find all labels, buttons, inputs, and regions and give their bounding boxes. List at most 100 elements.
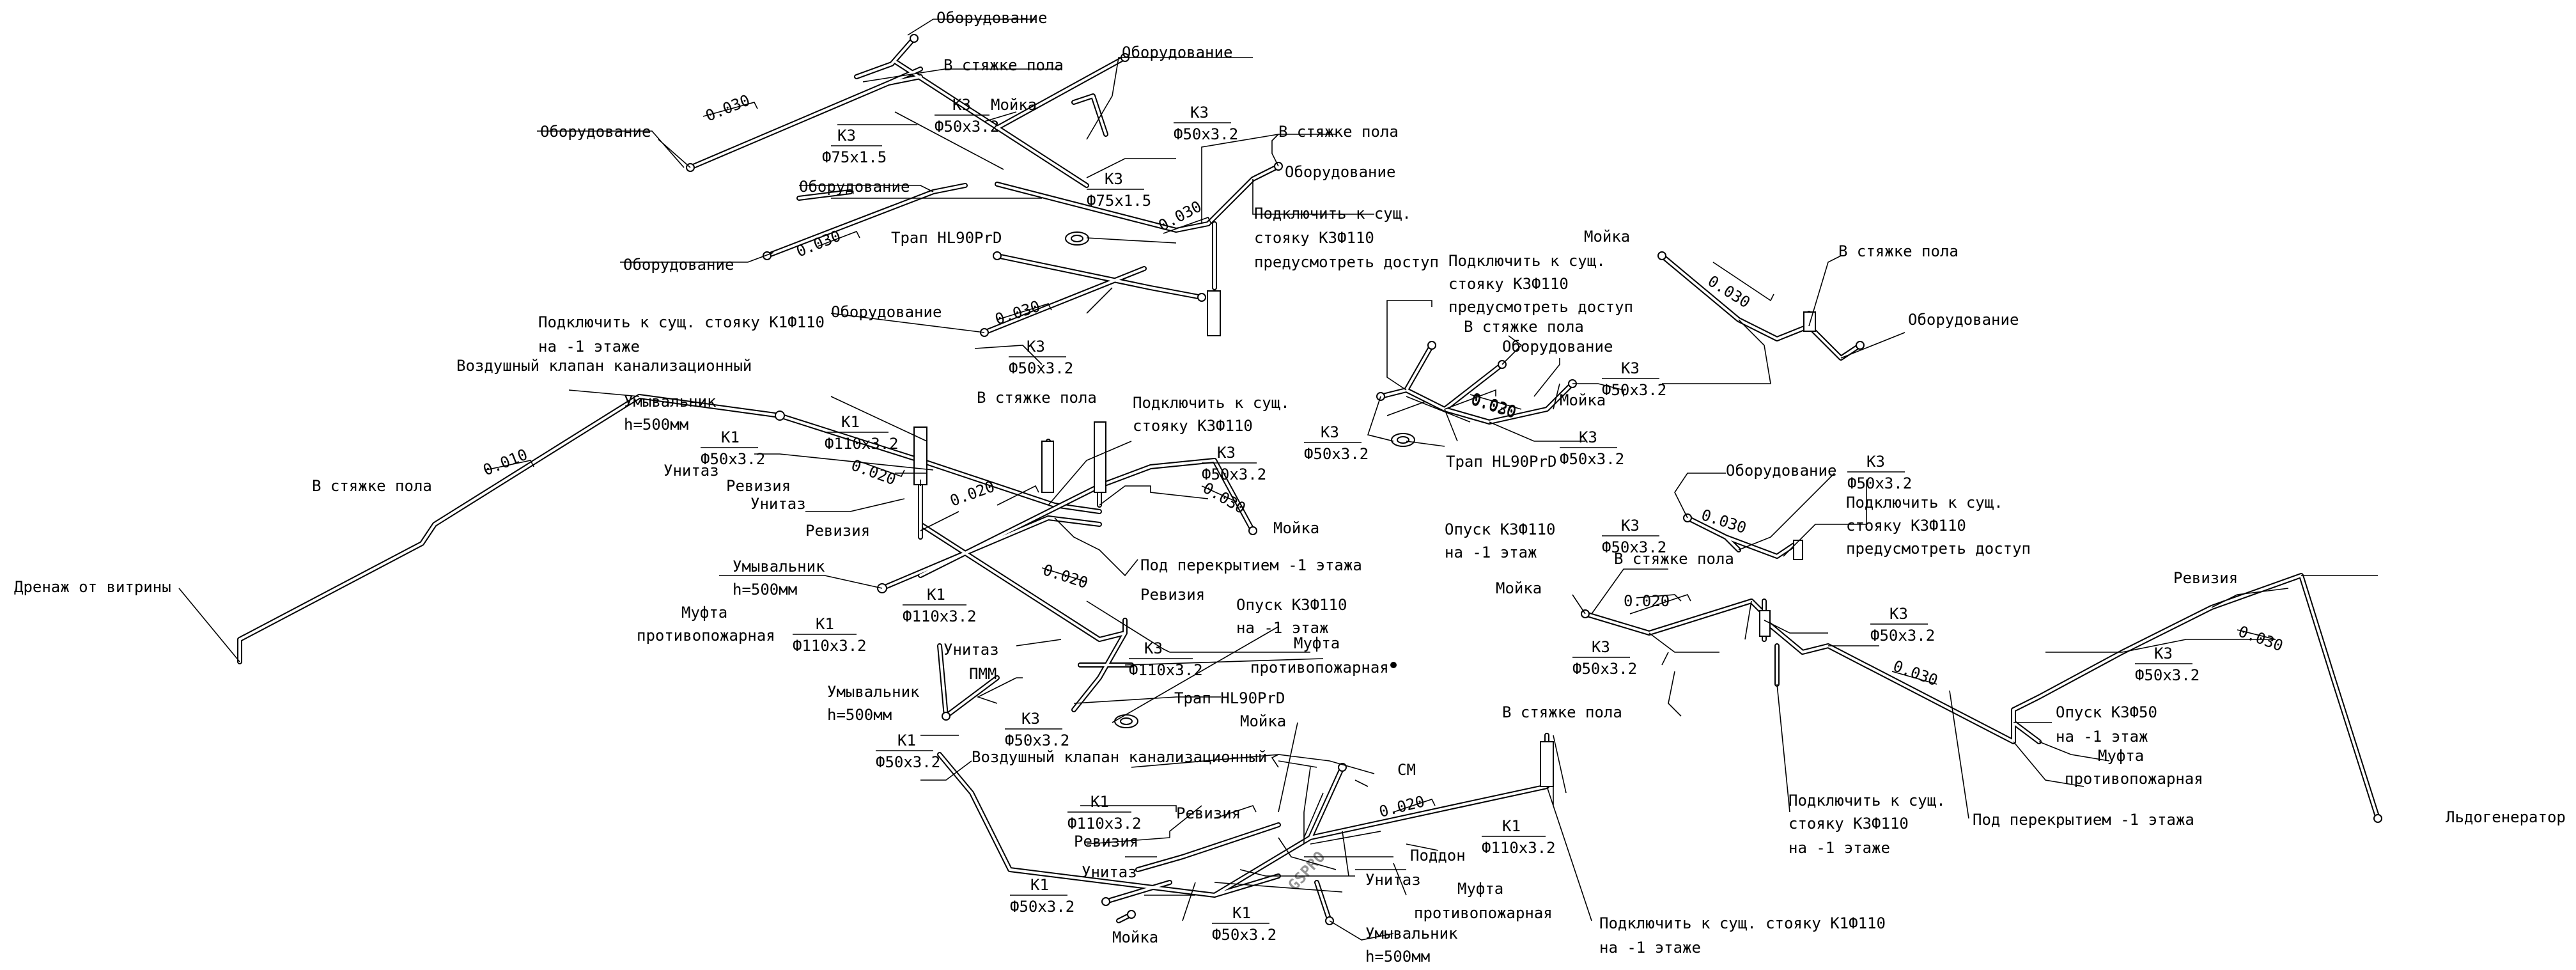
label-connect-k3: предусмотреть доступ xyxy=(1846,540,2031,558)
label-air-valve: Воздушный клапан канализационный xyxy=(972,748,1267,766)
svg-text:К3: К3 xyxy=(952,96,971,114)
label-air-valve: Воздушный клапан канализационный xyxy=(456,357,752,375)
pipe-tag: К1 Ф110x3.2 xyxy=(793,615,867,655)
pipe-run xyxy=(688,36,1281,335)
svg-text:Ф50x3.2: Ф50x3.2 xyxy=(876,753,940,771)
label-sink: Мойка xyxy=(1112,928,1158,946)
label-washbasin: Умывальник xyxy=(624,393,717,411)
svg-text:К3: К3 xyxy=(1021,710,1040,728)
slope-value: 0.020 xyxy=(1624,592,1670,610)
svg-text:К1: К1 xyxy=(1090,793,1109,811)
label-connect-k3: Подключить к сущ. xyxy=(1788,792,1946,810)
slope-value: 0.030 xyxy=(1200,479,1249,517)
pipe-tags: К3 Ф75x1.5 К3 Ф50x3.2 К3 Ф50x3.2 К3 Ф75x… xyxy=(701,96,2200,944)
label-floor-screed: В стяжке пола xyxy=(1464,318,1584,336)
svg-text:Ф50x3.2: Ф50x3.2 xyxy=(1572,660,1637,678)
pipe-tag: К3 Ф50x3.2 xyxy=(2135,645,2200,684)
label-fire-coupling: Муфта xyxy=(1294,634,1340,652)
label-connect-k3: Подключить к сущ. xyxy=(1448,252,1606,270)
svg-text:Ф110x3.2: Ф110x3.2 xyxy=(903,607,977,625)
svg-text:Ф50x3.2: Ф50x3.2 xyxy=(701,450,765,468)
svg-text:К3: К3 xyxy=(1579,428,1597,446)
pipe-tag: К1 Ф50x3.2 xyxy=(876,731,940,771)
pipe-run xyxy=(1583,573,2380,821)
label-washbasin: Умывальник xyxy=(733,558,825,575)
pipe-tag: К3 Ф50x3.2 xyxy=(1847,453,1912,492)
label-ice-maker: Льдогенератор xyxy=(2446,808,2566,826)
svg-text:Ф110x3.2: Ф110x3.2 xyxy=(825,435,899,453)
label-revision: Ревизия xyxy=(726,477,791,495)
pipe-tag: К3 Ф50x3.2 xyxy=(1870,605,1935,645)
label-sink: Мойка xyxy=(1584,228,1630,246)
svg-text:К3: К3 xyxy=(1621,359,1640,377)
label-floor-screed: В стяжке пола xyxy=(1278,123,1399,141)
pipe-tag: К1 Ф50x3.2 xyxy=(1212,904,1276,944)
svg-text:К3: К3 xyxy=(1217,444,1236,462)
pipe-tag: К3 Ф50x3.2 xyxy=(1174,104,1238,143)
label-sink: Мойка xyxy=(1560,391,1606,409)
label-toilet: Унитаз xyxy=(750,495,806,513)
pipe-tag: К3 Ф50x3.2 xyxy=(1009,338,1073,377)
label-connect-k3: стояку К3Ф110 xyxy=(1133,417,1253,435)
svg-text:Ф50x3.2: Ф50x3.2 xyxy=(1847,474,1912,492)
label-under-slab: Под перекрытием -1 этажа xyxy=(1140,556,1362,574)
pipe-tag: К3 Ф50x3.2 xyxy=(1602,359,1666,399)
svg-text:К3: К3 xyxy=(1621,517,1640,535)
svg-text:К3: К3 xyxy=(1105,170,1123,188)
label-equipment: Оборудование xyxy=(1908,311,2019,329)
pipe-tag: К1 Ф110x3.2 xyxy=(1482,817,1556,857)
pipe-tag: К3 Ф50x3.2 xyxy=(935,96,999,136)
label-dishwasher: ПММ xyxy=(969,665,997,683)
pipe-tag: К1 Ф50x3.2 xyxy=(701,428,765,468)
label-revision: Ревизия xyxy=(1176,804,1241,822)
label-connect-k3: стояку К3Ф110 xyxy=(1846,517,1966,535)
svg-text:Ф50x3.2: Ф50x3.2 xyxy=(1202,465,1266,483)
svg-text:Ф50x3.2: Ф50x3.2 xyxy=(935,118,999,136)
svg-text:Ф50x3.2: Ф50x3.2 xyxy=(1212,926,1276,944)
label-connect-k3: стояку К3Ф110 xyxy=(1254,229,1374,247)
slope-value: 0.010 xyxy=(481,446,530,480)
label-equipment: Оборудование xyxy=(1502,338,1613,356)
slope-value: 0.020 xyxy=(1041,561,1090,592)
label-revision: Ревизия xyxy=(1140,586,1205,604)
label-washbasin: Умывальник xyxy=(1365,925,1458,943)
label-floor-screed: В стяжке пола xyxy=(977,389,1097,407)
label-toilet: Унитаз xyxy=(1082,863,1137,881)
svg-text:Ф75x1.5: Ф75x1.5 xyxy=(822,148,887,166)
svg-text:К1: К1 xyxy=(1030,876,1049,894)
label-sink: Мойка xyxy=(1273,519,1319,537)
svg-text:К1: К1 xyxy=(927,586,945,604)
pipe-tag: К3 Ф50x3.2 xyxy=(1005,710,1069,749)
pipe-tag: К3 Ф50x3.2 xyxy=(1304,423,1369,463)
watermark-logo: GSPRO xyxy=(1285,848,1329,894)
pipe-tag: К1 Ф110x3.2 xyxy=(825,413,899,453)
svg-text:К1: К1 xyxy=(841,413,860,431)
label-floor-drain: Трап HL90PrD xyxy=(1174,689,1285,707)
label-floor-screed: В стяжке пола xyxy=(1838,242,1959,260)
label-equipment: Оборудование xyxy=(1726,462,1836,480)
leader-lines xyxy=(178,19,2378,941)
risers xyxy=(913,290,1816,787)
label-connect-k3: предусмотреть доступ xyxy=(1254,253,1439,271)
label-floor-screed: В стяжке пола xyxy=(943,56,1064,74)
svg-text:Ф110x3.2: Ф110x3.2 xyxy=(1482,839,1556,857)
label-floor-screed: В стяжке пола xyxy=(312,477,432,495)
label-fire-coupling: противопожарная xyxy=(1250,659,1389,677)
svg-text:Ф50x3.2: Ф50x3.2 xyxy=(1010,898,1075,916)
floor-drain-icon xyxy=(1065,231,1089,246)
label-washbasin: h=500мм xyxy=(1365,948,1430,966)
label-floor-drain: Трап HL90PrD xyxy=(1446,453,1556,471)
label-drop: на -1 этаж xyxy=(1236,619,1329,637)
slope-arrows xyxy=(485,102,2276,819)
pipe-tag: К3 Ф75x1.5 xyxy=(822,127,887,166)
label-sink: Мойка xyxy=(1496,579,1542,597)
svg-text:Ф50x3.2: Ф50x3.2 xyxy=(1304,445,1369,463)
svg-text:Ф110x3.2: Ф110x3.2 xyxy=(1129,661,1203,679)
label-fire-coupling: противопожарная xyxy=(637,627,775,645)
svg-text:К3: К3 xyxy=(1027,338,1045,356)
label-tray: Поддон xyxy=(1410,847,1466,864)
label-vitrine-drain: Дренаж от витрины xyxy=(14,578,171,596)
svg-text:К3: К3 xyxy=(1592,638,1610,656)
pipe-tag: К1 Ф50x3.2 xyxy=(1010,876,1075,916)
